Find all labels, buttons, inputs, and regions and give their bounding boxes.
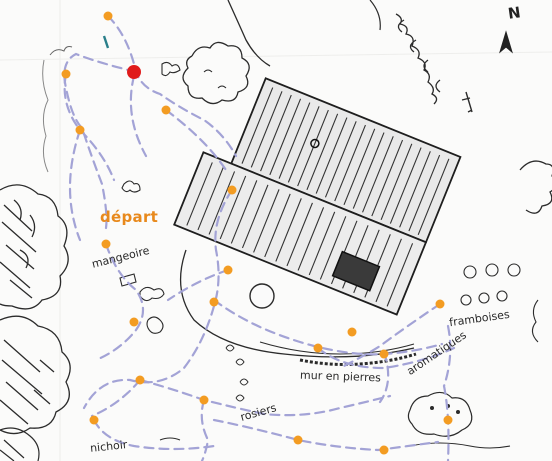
- chimney: [461, 91, 473, 113]
- waypoint: [379, 349, 389, 359]
- waypoint: [443, 415, 453, 425]
- stone-wall: [299, 352, 417, 366]
- tree-icon: [0, 427, 40, 461]
- start-label: départ: [100, 208, 159, 226]
- waypoint: [209, 297, 219, 307]
- north-label: N: [506, 3, 522, 23]
- bush-icon: [49, 46, 73, 56]
- hedge-line: [42, 59, 49, 173]
- waypoint: [161, 105, 171, 115]
- bush-icon: [369, 0, 381, 31]
- rose-icon: [225, 344, 249, 402]
- table-icon: [249, 283, 275, 309]
- terrace-edge: [259, 341, 415, 355]
- waypoint: [347, 327, 357, 337]
- raspberry-icon: [460, 263, 521, 306]
- waypoint: [227, 185, 237, 195]
- direction-mark: [102, 35, 110, 49]
- waypoints: [61, 11, 453, 455]
- hedge-icon: [395, 13, 441, 105]
- bird-icon: [146, 316, 164, 334]
- current-position-marker: [127, 65, 141, 79]
- waypoint: [135, 375, 145, 385]
- herb-icon: [407, 391, 473, 437]
- walking-path: [63, 14, 456, 461]
- terrace-edge: [180, 249, 415, 358]
- bush-icon: [182, 41, 250, 105]
- house-icon: [173, 77, 462, 316]
- bush-icon: [519, 160, 552, 214]
- waypoint: [101, 239, 111, 249]
- bush-icon: [531, 299, 539, 343]
- waypoint: [435, 299, 445, 309]
- tree-icon: [0, 315, 71, 435]
- garden-edge: [159, 437, 181, 441]
- paper-crease: [0, 51, 552, 61]
- bush-icon: [227, 0, 271, 67]
- bird-icon: [121, 180, 141, 193]
- waypoint: [293, 435, 303, 445]
- bird-icon: [139, 286, 165, 302]
- stone-wall-label: mur en pierres: [299, 368, 382, 385]
- waypoint: [61, 69, 71, 79]
- waypoint: [89, 415, 99, 425]
- waypoint: [75, 125, 85, 135]
- waypoint: [379, 445, 389, 455]
- waypoint: [223, 265, 233, 275]
- bush-detail: [203, 69, 227, 89]
- bird-icon: [161, 61, 181, 77]
- waypoint: [313, 343, 323, 353]
- feeder-icon: [119, 273, 137, 287]
- waypoint: [103, 11, 113, 21]
- tree-icon: [0, 184, 69, 310]
- north-arrow-icon: [499, 30, 513, 54]
- waypoint: [199, 395, 209, 405]
- waypoint: [129, 317, 139, 327]
